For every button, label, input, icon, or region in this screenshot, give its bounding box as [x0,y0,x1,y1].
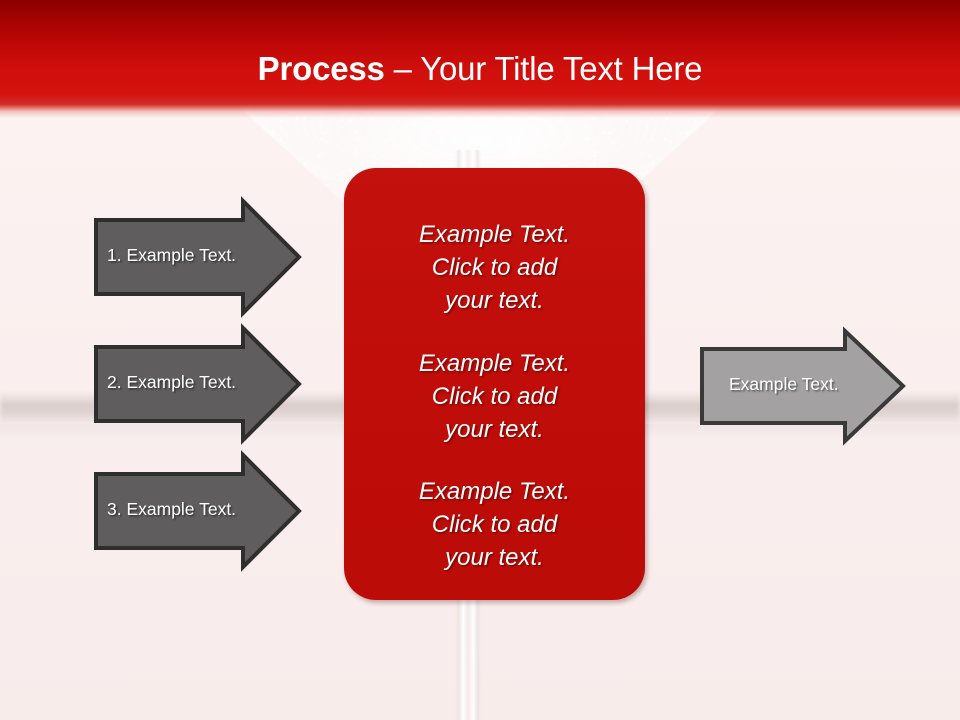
arrow-right-shape-icon [700,326,906,446]
output-arrow[interactable]: Example Text. [699,326,909,446]
center-text-block-3: Example Text. Click to add your text. [344,475,645,574]
center-text-block-1: Example Text. Click to add your text. [344,218,645,317]
center-text-block-2-line-3: your text. [445,416,544,443]
center-text-block-1-line-1: Example Text. [418,221,571,248]
input-arrow-2[interactable]: 2. Example Text. [93,323,303,445]
input-arrow-1[interactable]: 1. Example Text. [93,196,303,318]
cocktail-glass-rim-image [0,104,960,118]
page-title: Process – Your Title Text Here [0,50,960,88]
arrow-right-shape-icon [94,196,302,318]
center-text-block-3-line-3: your text. [445,544,544,571]
center-text-block-2-line-1: Example Text. [418,350,571,377]
arrow-right-shape-icon [94,323,302,445]
center-text-block-1-line-2: Click to add [431,254,558,281]
arrow-right-shape-icon [94,450,302,572]
center-text-block-2: Example Text. Click to add your text. [344,347,645,446]
input-arrow-3[interactable]: 3. Example Text. [93,450,303,572]
title-banner: Process – Your Title Text Here [0,0,960,104]
center-text-block-1-line-3: your text. [445,287,544,314]
center-text-block-3-line-2: Click to add [431,511,558,538]
page-title-rest: – Your Title Text Here [384,50,703,87]
page-title-strong: Process [257,50,385,87]
center-text-block-3-line-1: Example Text. [418,478,571,505]
process-center-box[interactable]: Example Text. Click to add your text. Ex… [344,168,645,600]
center-text-block-2-line-2: Click to add [431,383,558,410]
